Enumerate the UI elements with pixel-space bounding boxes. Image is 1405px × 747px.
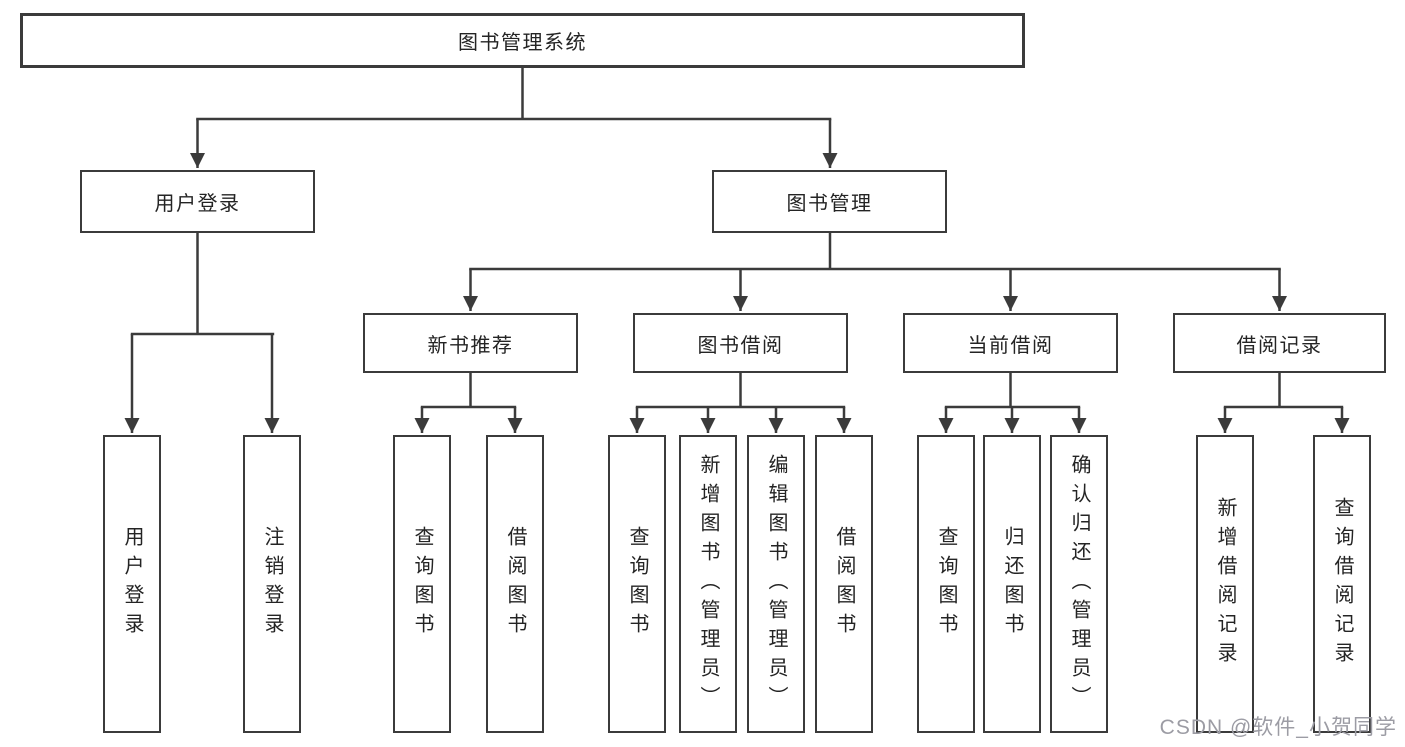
node-label: 新增借阅记录 <box>1214 497 1236 671</box>
node-leaf-borrow-books-2: 借阅图书 <box>815 435 873 733</box>
node-leaf-user-login: 用户登录 <box>103 435 161 733</box>
node-leaf-query-borrow-record: 查询借阅记录 <box>1313 435 1371 733</box>
node-label: 归还图书 <box>1001 526 1023 642</box>
node-borrow-records: 借阅记录 <box>1173 313 1386 373</box>
node-user-login: 用户登录 <box>80 170 315 233</box>
node-leaf-add-borrow-record: 新增借阅记录 <box>1196 435 1254 733</box>
node-label: 图书管理 <box>786 193 873 215</box>
node-leaf-query-books-1: 查询图书 <box>393 435 451 733</box>
node-label: 用户登录 <box>121 526 143 642</box>
node-leaf-borrow-books-1: 借阅图书 <box>486 435 544 733</box>
node-current-borrow: 当前借阅 <box>903 313 1118 373</box>
node-new-book-recommend: 新书推荐 <box>363 313 578 373</box>
node-label: 注销登录 <box>261 526 283 642</box>
node-leaf-query-books-2: 查询图书 <box>608 435 666 733</box>
node-leaf-confirm-return-admin: 确认归还（管理员） <box>1050 435 1108 733</box>
node-label: 借阅图书 <box>833 526 855 642</box>
node-book-borrow: 图书借阅 <box>633 313 848 373</box>
node-label: 查询图书 <box>935 526 957 642</box>
node-label: 查询图书 <box>626 526 648 642</box>
connector-lines <box>124 68 1350 433</box>
node-label: 确认归还（管理员） <box>1068 453 1090 715</box>
csdn-watermark: CSDN @软件_小贺同学 <box>1159 716 1397 739</box>
node-leaf-logout: 注销登录 <box>243 435 301 733</box>
node-leaf-edit-book-admin: 编辑图书（管理员） <box>747 435 805 733</box>
node-leaf-add-book-admin: 新增图书（管理员） <box>679 435 737 733</box>
node-label: 图书管理系统 <box>458 32 587 54</box>
node-leaf-query-books-3: 查询图书 <box>917 435 975 733</box>
node-leaf-return-book: 归还图书 <box>983 435 1041 733</box>
node-label: 新增图书（管理员） <box>697 453 719 715</box>
node-root-system: 图书管理系统 <box>20 13 1025 68</box>
node-label: 当前借阅 <box>967 334 1054 357</box>
node-label: 用户登录 <box>154 193 241 215</box>
node-label: 图书借阅 <box>697 334 784 357</box>
node-book-management: 图书管理 <box>712 170 947 233</box>
node-label: 借阅记录 <box>1236 334 1323 357</box>
node-label: 借阅图书 <box>504 526 526 642</box>
node-label: 编辑图书（管理员） <box>765 453 787 715</box>
node-label: 查询图书 <box>411 526 433 642</box>
node-label: 新书推荐 <box>427 334 514 357</box>
node-label: 查询借阅记录 <box>1331 497 1353 671</box>
